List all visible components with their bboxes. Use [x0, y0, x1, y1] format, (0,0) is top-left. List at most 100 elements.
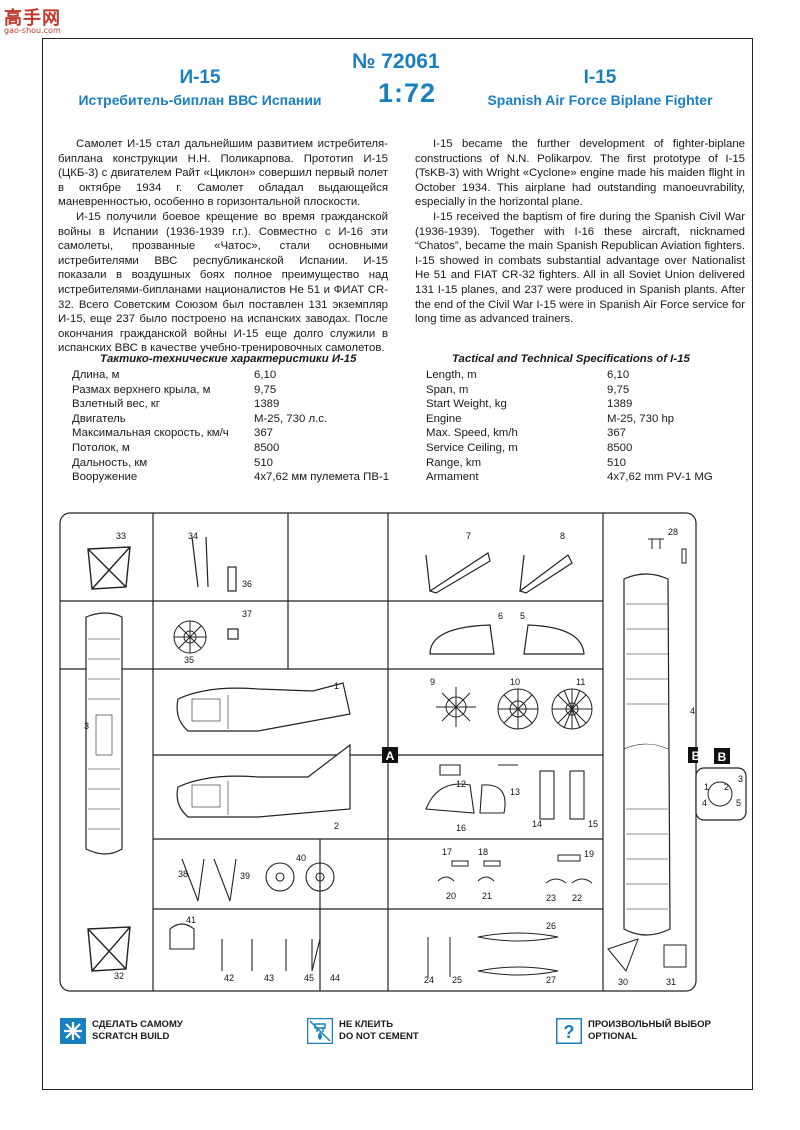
spec-value: M-25, 730 hp [607, 412, 675, 425]
legend-ru-text: ПРОИЗВОЛЬНЫЙ ВЫБОР [588, 1019, 711, 1030]
spec-label: Service Ceiling, m [426, 441, 518, 454]
part-number-label: 32 [114, 971, 124, 981]
part-number-label: 39 [240, 871, 250, 881]
en-description: I-15 became the further development of f… [415, 137, 745, 327]
do-not-cement-icon [307, 1018, 333, 1044]
spec-label: Размах верхнего крыла, м [72, 383, 211, 396]
spec-label: Armament [426, 471, 479, 484]
part-number-label: 18 [478, 847, 488, 857]
spec-label: Max. Speed, km/h [426, 427, 518, 440]
en-paragraph: I-15 received the baptism of fire during… [415, 210, 745, 326]
catalog-number: № 72061 [352, 50, 440, 73]
legend-en-text: OPTIONAL [588, 1031, 638, 1042]
spec-label: Engine [426, 412, 462, 425]
part-number-label: 40 [296, 853, 306, 863]
legend-ru-text: НЕ КЛЕИТЬ [339, 1019, 394, 1030]
part-number-label: 5 [736, 798, 741, 808]
spec-value: 1389 [607, 398, 633, 411]
ru-paragraph: И-15 получили боевое крещение во время г… [58, 210, 388, 355]
spec-row: Service Ceiling, m 8500 [426, 441, 713, 456]
ru-paragraph: Самолет И-15 стал дальнейшим развитием и… [58, 138, 388, 209]
part-number-label: 33 [116, 531, 126, 541]
part-number-label: 35 [184, 655, 194, 665]
part-number-label: 26 [546, 921, 556, 931]
engine-part-35 [173, 620, 207, 654]
stabilizer-part [429, 624, 585, 655]
part-number-label: 20 [446, 891, 456, 901]
part-number-label: 30 [618, 977, 628, 987]
part-number-label: 15 [588, 819, 598, 829]
legend-ru-text: СДЕЛАТЬ САМОМУ [92, 1019, 183, 1030]
tail-fin-part [425, 552, 573, 594]
spec-label: Длина, м [72, 369, 120, 381]
en-model-name: I-15 [583, 67, 617, 88]
part-number-label: 44 [330, 973, 340, 983]
spec-row: Длина, м 6,10 [72, 368, 389, 383]
legend-en-text: DO NOT CEMENT [339, 1031, 419, 1042]
spec-label: Двигатель [72, 412, 126, 425]
spec-label: Length, m [426, 369, 477, 381]
ru-model-subtitle: Истребитель-биплан ВВС Испании [78, 92, 322, 108]
cabane-strut-part [87, 546, 131, 972]
spec-label: Дальность, км [72, 456, 148, 469]
lower-wing-part [85, 612, 123, 855]
spec-value: 4x7,62 mm PV-1 MG [607, 471, 713, 484]
spec-value: 367 [254, 427, 274, 440]
spec-value: 1389 [254, 398, 280, 411]
landing-gear-part [169, 858, 335, 972]
scale-label: 1:72 [378, 78, 437, 108]
svg-text:?: ? [564, 1022, 575, 1042]
spec-value: 367 [607, 427, 627, 440]
spec-label: Максимальная скорость, км/ч [72, 427, 229, 440]
spec-label: Start Weight, kg [426, 398, 507, 411]
en-spec-title: Tactical and Technical Specifications of… [452, 353, 690, 365]
spec-value: 6,10 [254, 369, 277, 381]
part-number-label: 45 [304, 973, 314, 983]
part-number-label: 28 [668, 527, 678, 537]
part-number-label: 1 [704, 782, 709, 792]
spec-value: 8500 [254, 441, 280, 454]
part-number-label: 8 [560, 531, 565, 541]
part-number-label: 25 [452, 975, 462, 985]
frame-a-marker [382, 747, 398, 763]
legend-label: ПРОИЗВОЛЬНЫЙ ВЫБОР OPTIONAL [588, 1019, 711, 1043]
part-number-label: 5 [520, 611, 525, 621]
spec-value: 510 [254, 456, 274, 469]
part-number-label: 14 [532, 819, 542, 829]
site-logo: 高手网 gao-shou.com [4, 4, 61, 35]
part-number-label: 38 [178, 869, 188, 879]
spec-value: 6,10 [607, 369, 630, 381]
legend-label: СДЕЛАТЬ САМОМУ SCRATCH BUILD [92, 1019, 183, 1043]
legend-en-text: SCRATCH BUILD [92, 1031, 170, 1042]
sprue-diagram: A B [59, 512, 698, 992]
engine-part [436, 687, 593, 730]
spec-label: Вооружение [72, 471, 138, 484]
spec-row: Armament 4x7,62 mm PV-1 MG [426, 470, 713, 485]
legend-label: НЕ КЛЕИТЬ DO NOT CEMENT [339, 1019, 419, 1043]
en-model-subtitle: Spanish Air Force Biplane Fighter [487, 92, 713, 108]
spec-value: 8500 [607, 441, 633, 454]
scratch-build-icon [60, 1018, 86, 1044]
part-number-label: 43 [264, 973, 274, 983]
spec-row: Length, m 6,10 [426, 368, 713, 383]
part-number-label: 42 [224, 973, 234, 983]
part-number-label: 4 [690, 706, 695, 716]
ru-model-name: И-15 [179, 67, 221, 88]
part-number-label: 24 [424, 975, 434, 985]
frame-b-marker: B [718, 750, 727, 764]
ru-description: Самолет И-15 стал дальнейшим развитием и… [58, 137, 388, 356]
part-number-label: 6 [498, 611, 503, 621]
spec-label: Range, km [426, 456, 482, 469]
part-number-label: 21 [482, 891, 492, 901]
part-number-label: 16 [456, 823, 466, 833]
part-number-label: 3 [738, 774, 743, 784]
